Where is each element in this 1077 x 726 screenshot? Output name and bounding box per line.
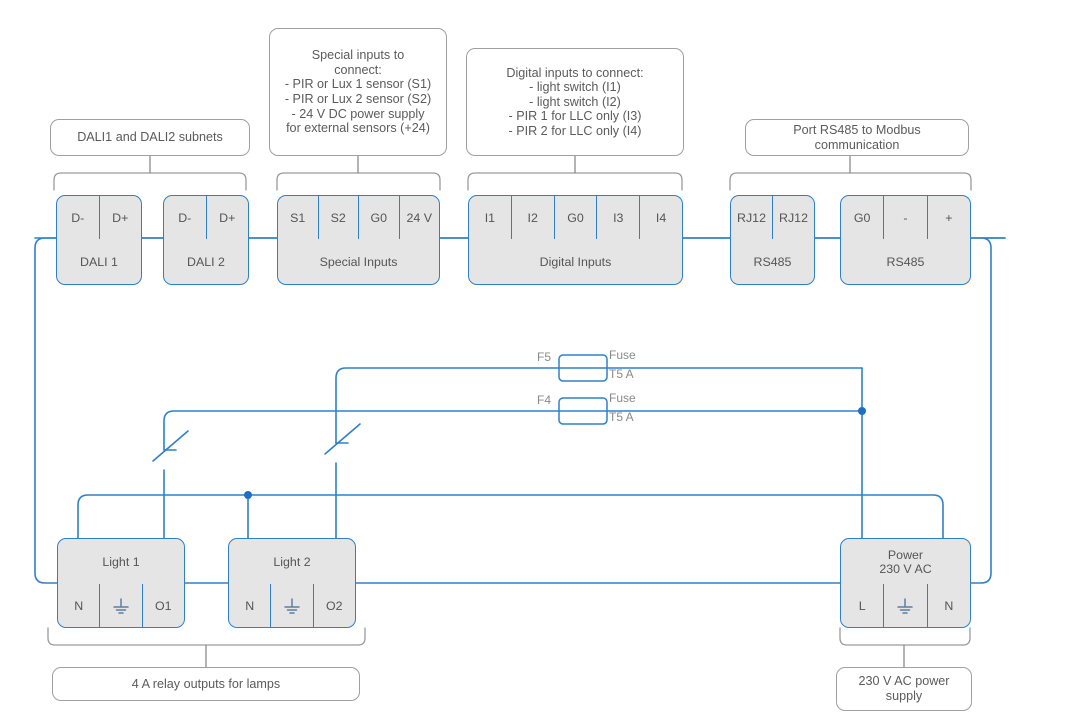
pin-row: N O2 — [229, 584, 355, 627]
terminal-block-digital-inputs[interactable]: I1 I2 G0 I3 I4 Digital Inputs — [468, 195, 683, 285]
callout-relay-outputs: 4 A relay outputs for lamps — [52, 667, 360, 701]
junction-dot-live-f4 — [858, 407, 866, 415]
pin-rs485-plus[interactable]: + — [945, 210, 953, 225]
terminal-block-light1[interactable]: Light 1 N O1 — [57, 538, 185, 628]
pin-row: I1 I2 G0 I3 I4 — [469, 196, 682, 239]
fuse-f5-type: Fuse — [609, 348, 636, 362]
terminal-block-dali1[interactable]: D- D+ DALI 1 — [56, 195, 142, 285]
pin-special-s2[interactable]: S2 — [319, 196, 359, 239]
pin-light1-n[interactable]: N — [58, 584, 101, 627]
f5-branch-wire — [335, 367, 863, 444]
pin-light1-o1[interactable]: O1 — [155, 598, 172, 613]
fuse-f4-body — [558, 397, 608, 425]
neutral-bus-wire — [77, 494, 944, 544]
pin-rj12-1[interactable]: RJ12 — [731, 196, 773, 239]
fuse-f4-type: Fuse — [609, 391, 636, 405]
ground-icon — [100, 584, 141, 627]
ground-icon — [271, 584, 312, 627]
outer-loop-wire — [34, 237, 1006, 584]
terminal-label-light2: Light 2 — [273, 554, 311, 569]
pin-row: D- D+ — [164, 196, 248, 239]
pin-rs485-g0[interactable]: G0 — [841, 196, 885, 239]
pin-light1-ground[interactable] — [100, 584, 143, 627]
terminal-label-special-inputs: Special Inputs — [319, 254, 398, 269]
pin-dali1-dplus[interactable]: D+ — [112, 210, 129, 225]
bracket-special-inputs — [276, 172, 441, 191]
bracket-relay-outputs — [47, 627, 366, 646]
pin-row: RJ12 RJ12 — [731, 196, 814, 239]
pin-power-n[interactable]: N — [944, 598, 954, 613]
terminal-block-rs485-rj12[interactable]: RJ12 RJ12 RS485 — [730, 195, 815, 285]
pin-digital-g0[interactable]: G0 — [555, 196, 598, 239]
relay-contact-1-blade — [152, 430, 189, 462]
terminal-label-rs485-rj12: RS485 — [753, 254, 792, 269]
pin-row: S1 S2 G0 24 V — [278, 196, 439, 239]
f4-branch-wire — [163, 410, 863, 451]
fuse-f4-rating: T5 A — [609, 410, 634, 424]
terminal-label-dali1: DALI 1 — [80, 254, 118, 269]
pin-power-l[interactable]: L — [841, 584, 885, 627]
callout-dali: DALI1 and DALI2 subnets — [50, 119, 250, 156]
callout-special-inputs: Special inputs to connect: - PIR or Lux … — [269, 28, 447, 156]
terminal-block-rs485[interactable]: G0 - + RS485 — [840, 195, 971, 285]
bracket-digital-inputs — [467, 172, 683, 191]
fuse-f5-designator: F5 — [537, 350, 552, 364]
pin-rs485-minus[interactable]: - — [884, 196, 928, 239]
pin-row: D- D+ — [57, 196, 141, 239]
callout-rs485: Port RS485 to Modbus communication — [745, 119, 969, 156]
terminal-label-power: Power 230 V AC — [879, 547, 932, 576]
bracket-rs485 — [729, 172, 972, 191]
pin-rj12-2[interactable]: RJ12 — [779, 210, 808, 225]
terminal-block-power[interactable]: Power 230 V AC L N — [840, 538, 971, 628]
pin-dali2-dplus[interactable]: D+ — [219, 210, 236, 225]
pin-special-g0[interactable]: G0 — [359, 196, 400, 239]
relay-contact-2-blade — [324, 423, 361, 455]
bracket-dali — [53, 172, 247, 191]
pin-special-s1[interactable]: S1 — [278, 196, 319, 239]
ground-icon — [884, 584, 926, 627]
pin-power-ground[interactable] — [884, 584, 928, 627]
pin-light2-n[interactable]: N — [229, 584, 272, 627]
junction-dot-neutral-light2 — [244, 491, 252, 499]
terminal-label-light1: Light 1 — [102, 554, 140, 569]
terminal-label-rs485: RS485 — [886, 254, 925, 269]
pin-digital-i2[interactable]: I2 — [512, 196, 555, 239]
pin-dali1-dminus[interactable]: D- — [57, 196, 100, 239]
terminal-label-dali2: DALI 2 — [187, 254, 225, 269]
terminal-label-digital-inputs: Digital Inputs — [539, 254, 612, 269]
bracket-power-supply — [839, 627, 971, 646]
callout-digital-inputs: Digital inputs to connect: - light switc… — [466, 48, 684, 156]
pin-light2-ground[interactable] — [271, 584, 314, 627]
pin-row: N O1 — [58, 584, 184, 627]
pin-digital-i4[interactable]: I4 — [655, 210, 667, 225]
fuse-f4-designator: F4 — [537, 393, 552, 407]
callout-power-supply: 230 V AC power supply — [836, 667, 972, 711]
pin-digital-i3[interactable]: I3 — [597, 196, 641, 239]
pin-special-24v[interactable]: 24 V — [406, 210, 433, 225]
pin-row: L N — [841, 584, 970, 627]
pin-light2-o2[interactable]: O2 — [326, 598, 343, 613]
fuse-f5-rating: T5 A — [609, 367, 634, 381]
pin-dali2-dminus[interactable]: D- — [164, 196, 207, 239]
pin-digital-i1[interactable]: I1 — [469, 196, 512, 239]
terminal-block-dali2[interactable]: D- D+ DALI 2 — [163, 195, 249, 285]
fuse-f5-body — [558, 354, 608, 382]
terminal-block-light2[interactable]: Light 2 N O2 — [228, 538, 356, 628]
pin-row: G0 - + — [841, 196, 970, 239]
terminal-block-special-inputs[interactable]: S1 S2 G0 24 V Special Inputs — [277, 195, 440, 285]
